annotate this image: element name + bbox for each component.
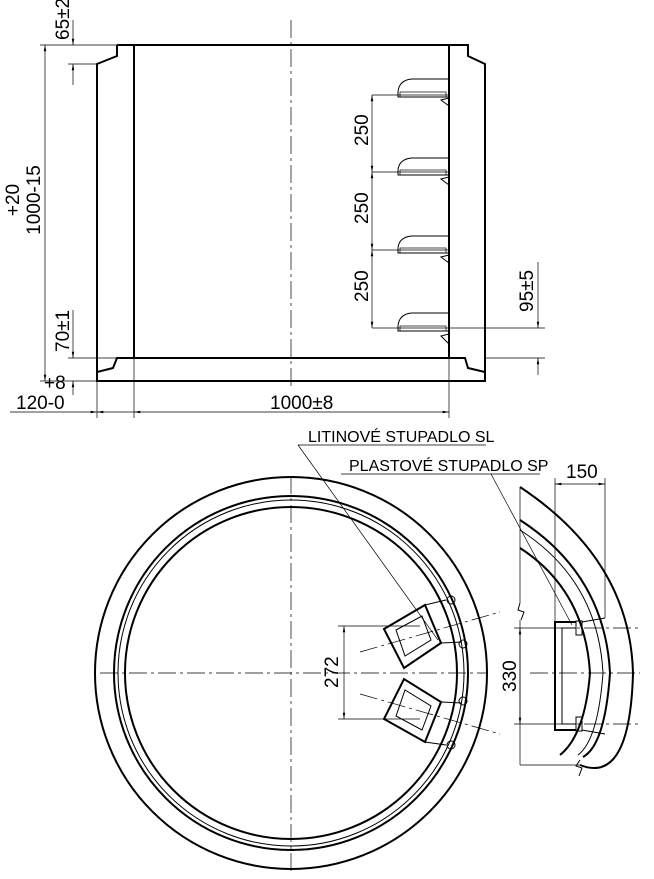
base-tol-label: +8 bbox=[44, 373, 66, 394]
ring-outline bbox=[96, 44, 486, 382]
height-tol-label: +20 bbox=[3, 184, 24, 216]
rung-3 bbox=[397, 235, 450, 264]
step-width-sp-label: 150 bbox=[566, 462, 598, 483]
bottom-step-label: 70±1 bbox=[53, 310, 74, 352]
plastic-step-label: PLASTOVÉ STUPADLO SP bbox=[349, 456, 548, 475]
detail-mid-arc bbox=[519, 519, 612, 758]
rung-spacing-2-label: 250 bbox=[352, 192, 373, 224]
step-spacing-sp-label: 330 bbox=[500, 660, 521, 692]
plan-view: 272 LITINOVÉ STUPADLO SL PLASTOVÉ STUPAD… bbox=[94, 427, 573, 875]
detail-mid-arc2 bbox=[519, 529, 604, 756]
height-label: 1000-15 bbox=[24, 165, 45, 235]
base-wall-label: 120-0 bbox=[16, 393, 65, 414]
rung-spacing-1-label: 250 bbox=[352, 114, 373, 146]
rung-bottom-label: 95±5 bbox=[517, 270, 538, 312]
rung-spacing-3-label: 250 bbox=[352, 270, 373, 302]
cast-iron-step-bottom bbox=[382, 677, 468, 750]
rung-4 bbox=[397, 312, 450, 345]
side-view: 250 250 250 95±5 65±2 +20 1000-15 70±1 +… bbox=[3, 0, 545, 418]
rung-2 bbox=[397, 157, 450, 186]
plastic-step-body bbox=[554, 621, 576, 731]
top-lip-label: 65±2 bbox=[53, 0, 74, 40]
step-spacing-sl-label: 272 bbox=[322, 656, 343, 688]
cast-iron-step-top bbox=[382, 595, 468, 670]
cast-iron-step-label: LITINOVÉ STUPADLO SL bbox=[308, 427, 495, 446]
detail-outer-arc bbox=[519, 486, 635, 770]
plastic-step-detail: 330 150 bbox=[500, 462, 640, 777]
inner-width-label: 1000±8 bbox=[270, 393, 333, 414]
detail-inner-arc bbox=[519, 547, 592, 756]
ring-left-wall bbox=[96, 45, 118, 381]
rung-1 bbox=[397, 78, 450, 107]
